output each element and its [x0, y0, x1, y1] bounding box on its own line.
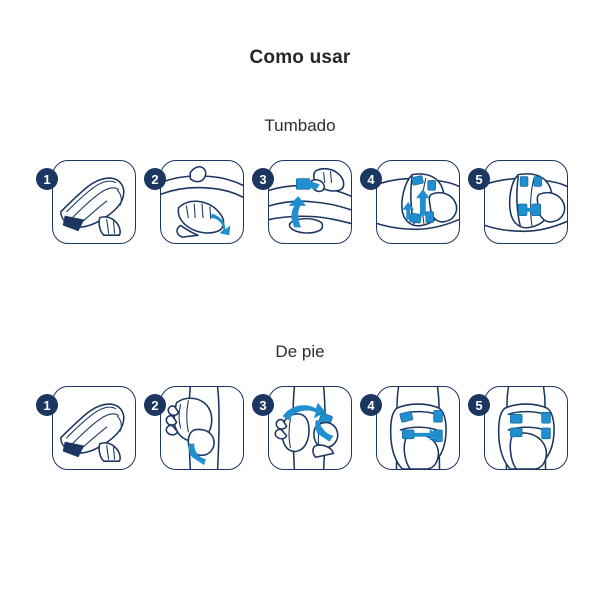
- step-de-pie-5: 5: [468, 386, 568, 470]
- step-number-badge: 5: [468, 168, 490, 190]
- step-number-badge: 3: [252, 394, 274, 416]
- section-label-de-pie: De pie: [275, 342, 325, 361]
- step-number-badge: 2: [144, 168, 166, 190]
- section-tumbado: Tumbado 1: [0, 115, 600, 244]
- step-de-pie-2: 2: [144, 386, 244, 470]
- step-number-badge: 1: [36, 168, 58, 190]
- step-illustration-wrapping-arrows-around-body: [268, 386, 352, 470]
- step-illustration-fastening-tabs-side-arrow: [376, 386, 460, 470]
- step-number-badge: 5: [468, 394, 490, 416]
- step-de-pie-4: 4: [360, 386, 460, 470]
- step-tumbado-2: 2: [144, 160, 244, 244]
- step-tumbado-3: 3: [252, 160, 352, 244]
- page-title: Como usar: [249, 47, 351, 68]
- step-number-badge: 4: [360, 394, 382, 416]
- step-tumbado-5: 5: [468, 160, 568, 244]
- step-number-badge: 1: [36, 394, 58, 416]
- step-illustration-hand-positioning-pad-lying: [160, 160, 244, 244]
- step-illustration-hand-pulling-blue-tab-up: [268, 160, 352, 244]
- step-row-de-pie: 1 2: [0, 386, 600, 470]
- step-row-tumbado: 1 2: [0, 160, 600, 244]
- step-illustration-fastened-product-standing: [484, 386, 568, 470]
- step-de-pie-1: 1: [36, 386, 136, 470]
- step-tumbado-1: 1: [36, 160, 136, 244]
- step-number-badge: 4: [360, 168, 382, 190]
- step-illustration-folded-pad-in-hand: [52, 386, 136, 470]
- section-de-pie: De pie 1: [0, 341, 600, 470]
- step-illustration-fastening-tabs-upward-arrows: [376, 160, 460, 244]
- step-tumbado-4: 4: [360, 160, 460, 244]
- step-number-badge: 2: [144, 394, 166, 416]
- section-label-tumbado: Tumbado: [264, 116, 336, 135]
- step-illustration-hand-positioning-pad-standing: [160, 386, 244, 470]
- step-illustration-fastened-product-lying: [484, 160, 568, 244]
- step-number-badge: 3: [252, 168, 274, 190]
- step-illustration-folded-pad-in-hand: [52, 160, 136, 244]
- step-de-pie-3: 3: [252, 386, 352, 470]
